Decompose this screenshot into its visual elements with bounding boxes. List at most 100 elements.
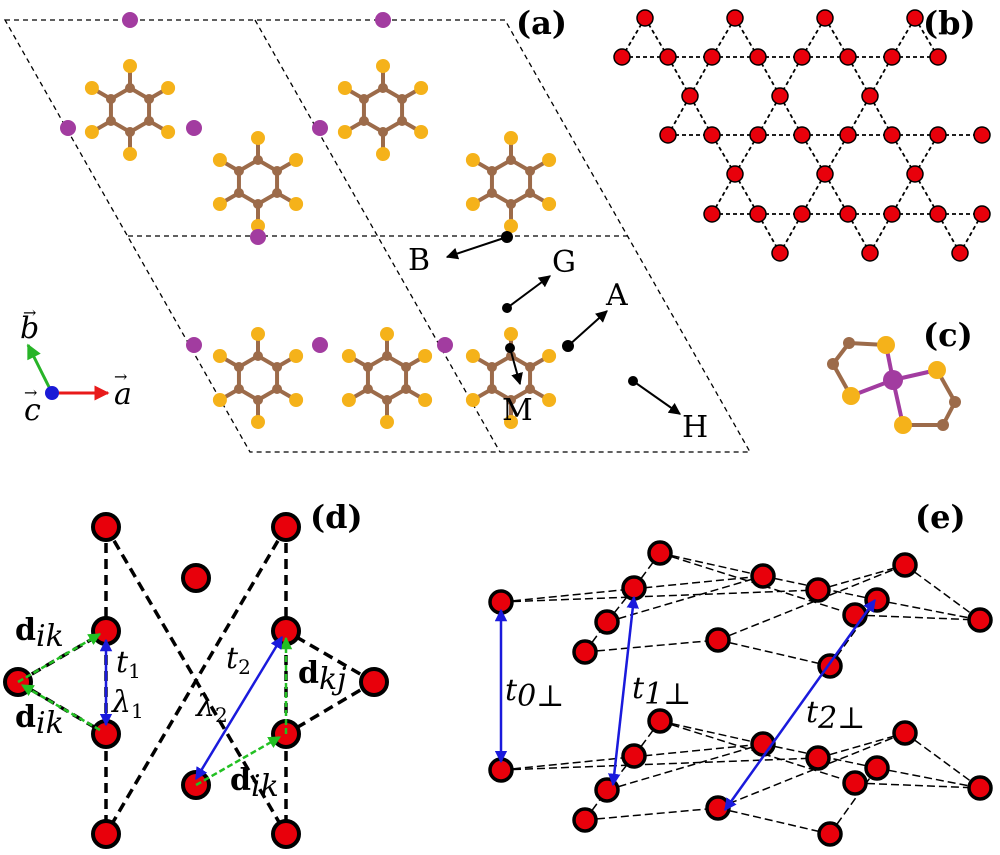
kagome-layer [488,708,993,847]
sulfur-atom [161,81,176,95]
sulfur-atom [84,125,99,139]
metal-atom [437,337,453,353]
sulfur-atom [465,349,480,363]
carbon-atom [525,362,536,372]
carbon-atom [233,166,244,176]
carbon-atom [525,384,536,394]
sulfur-atom [504,131,518,145]
axis-c-dot [45,386,59,400]
kagome-site [681,87,699,105]
carbon-atom [506,199,516,209]
layer-bond [584,639,719,653]
panel-a: B G A M H b → a → c → (a) [3,4,752,453]
carbon-atom [525,166,536,176]
sulfur-atom [414,81,429,95]
sulfur-atom [376,147,390,161]
axis-c-vec: → [24,383,37,402]
kagome-site [973,205,991,223]
panel-label-b: (b) [923,4,976,42]
label-lambda2: λ2 [195,689,228,727]
kagome-site [906,9,924,27]
kagome-site [726,9,744,27]
label-t1-perp: t1⊥ [632,671,691,712]
unit-cell-grid [3,19,752,453]
sulfur-atom [289,393,304,407]
layer-site [647,540,673,566]
sulfur-atom [542,197,557,211]
kagome-site [703,205,721,223]
layer-bond [584,807,719,821]
kagome-site [951,244,969,262]
carbon-atom [358,116,369,126]
layer-bond [817,564,906,591]
axis-a-label: a [114,377,132,412]
carbon-atom [233,384,244,394]
kagome-site [906,165,924,183]
layer-site [967,607,993,633]
layer-site [572,639,598,665]
carbon-atom [362,362,373,372]
layer-site [750,563,776,589]
kagome-site [861,244,879,262]
carbon-atom [362,384,373,394]
kagome-site [883,48,901,66]
kagome-site [749,205,767,223]
coordination-unit [827,336,961,434]
site-label-m: M [502,393,533,428]
carbon-atom [401,384,412,394]
sulfur-atom [542,393,557,407]
layer-site [864,755,890,781]
layer-bond [659,552,764,577]
kagome-site [861,87,879,105]
carbon-atom [233,188,244,198]
sulfur-atom [337,81,352,95]
layer-bond [659,720,764,745]
carbon-atom [125,127,135,137]
carbon-atom [105,116,116,126]
sulfur-atom [465,153,480,167]
framework-bonds [90,66,551,422]
axis-c-label: c [24,393,41,428]
kagome-site [793,48,811,66]
kagome-site [929,48,947,66]
sulfur-atom [465,393,480,407]
sulfur-atom [380,327,394,341]
sulfur-atom [251,327,265,341]
site-arrows [445,236,681,415]
carbon-atom [486,362,497,372]
kagome-site [659,48,677,66]
label-t2: t2 [226,641,251,679]
molecule-framework [60,12,557,429]
layer-site [805,745,831,771]
sulfur-atom [289,349,304,363]
layer-bond [904,732,981,789]
carbon-atom [525,188,536,198]
metal-atom [375,12,391,28]
kagome-site [703,48,721,66]
axis-b-label: b [20,311,39,346]
panel-label-a: (a) [516,4,567,42]
layer-bond [500,743,764,771]
label-t1: t1 [116,645,141,683]
carbon-atom [358,94,369,104]
kagome-site [749,48,767,66]
hopping-arrows-e [494,595,877,812]
sulfur-atom [212,197,227,211]
metal-atom [312,337,328,353]
kagome-site [726,165,744,183]
carbon-atom [272,188,283,198]
kagome-site [839,126,857,144]
kagome-site [793,205,811,223]
sulfur-atom [289,197,304,211]
kagome-site [839,48,857,66]
site-label-g: G [552,245,576,280]
sulfur-atom [123,59,137,73]
kagome-site [659,126,677,144]
layer-site [621,743,647,769]
panel-label-c: (c) [923,316,973,354]
layer-site [967,775,993,801]
carbon-atom [253,155,263,165]
carbon-atom [105,94,116,104]
sulfur-atom [212,349,227,363]
layer-bond [717,807,831,835]
